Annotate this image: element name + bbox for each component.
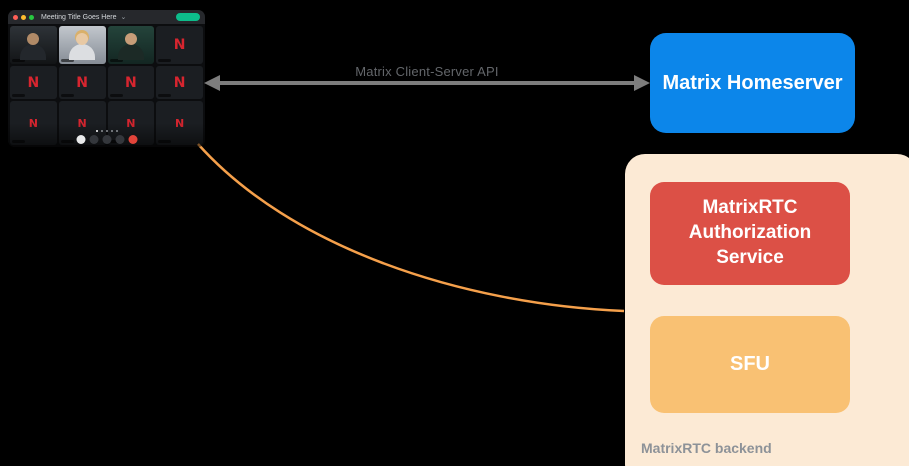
avatar-letter: N [27, 74, 40, 91]
avatar-tile: N [107, 66, 155, 99]
participant-name-pill [158, 59, 172, 62]
video-tile [58, 26, 106, 64]
minimize-window-button [21, 14, 26, 20]
pagination-dot [110, 130, 113, 132]
avatar-tile: N [58, 66, 106, 99]
meeting-title: Meeting Title Goes Here [41, 13, 117, 21]
participant-head [76, 33, 89, 45]
call-controls [76, 135, 137, 144]
homeserver-label: Matrix Homeserver [662, 71, 843, 94]
participant-torso [69, 44, 96, 60]
matrixrtc-backend-container: MatrixRTC Authorization Service SFU Matr… [625, 154, 909, 466]
participant-head [124, 33, 137, 45]
video-tile [107, 26, 155, 64]
auth-service-box: MatrixRTC Authorization Service [650, 182, 850, 285]
avatar-letter: N [125, 74, 137, 91]
avatar-tile: N [156, 26, 203, 64]
camera-button [89, 135, 98, 144]
homeserver-box: Matrix Homeserver [650, 33, 855, 133]
pagination-dot [95, 130, 98, 132]
sfu-connection-curve [197, 143, 625, 313]
backend-label: MatrixRTC backend [641, 440, 772, 456]
call-app-window: Meeting Title Goes Here ⌄ N [8, 10, 205, 147]
participant-name-pill [158, 94, 172, 97]
join-pill-button [176, 13, 200, 21]
participant-name-pill [109, 94, 123, 97]
avatar-letter: N [76, 74, 88, 91]
participant-name-pill [60, 94, 74, 97]
auth-service-label: MatrixRTC Authorization Service [688, 197, 812, 268]
more-options-button [115, 135, 124, 144]
participant-name-pill [109, 59, 123, 62]
participant-head [27, 33, 40, 45]
participant-name-pill [12, 59, 25, 62]
participant-torso [117, 44, 144, 60]
close-window-button [13, 14, 18, 20]
video-tile [10, 26, 57, 64]
pagination-dot [105, 130, 108, 132]
leave-call-button [128, 135, 137, 144]
mic-button [76, 135, 85, 144]
sfu-box: SFU [650, 316, 850, 413]
window-titlebar: Meeting Title Goes Here ⌄ [8, 10, 205, 24]
avatar-tile: N [156, 66, 203, 99]
avatar-letter: N [173, 37, 186, 53]
chevron-down-icon: ⌄ [120, 13, 127, 21]
participant-name-pill [60, 59, 74, 62]
arrow-label: Matrix Client-Server API [355, 64, 499, 79]
pagination-dots [95, 130, 118, 132]
maximize-window-button [29, 14, 34, 20]
participant-name-pill [12, 94, 25, 97]
screenshare-button [102, 135, 111, 144]
avatar-tile: N [10, 66, 57, 99]
pagination-dot [100, 130, 103, 132]
sfu-label: SFU [730, 353, 770, 375]
avatar-letter: N [173, 74, 186, 91]
pagination-dot [115, 130, 118, 132]
participant-torso [20, 44, 47, 60]
